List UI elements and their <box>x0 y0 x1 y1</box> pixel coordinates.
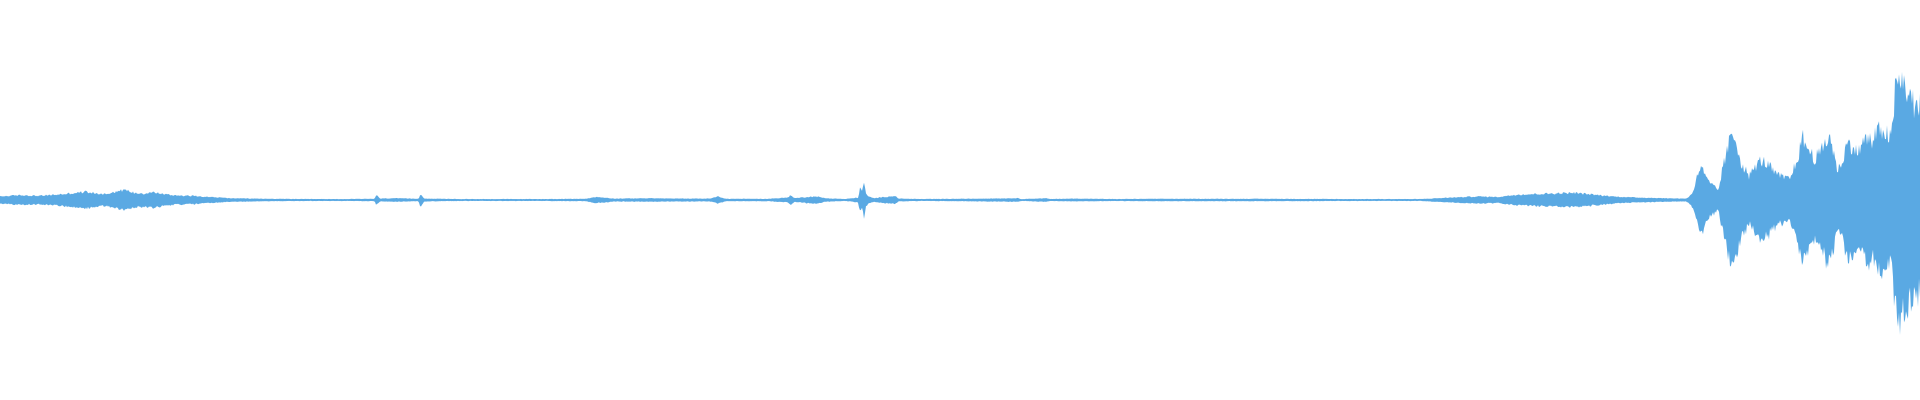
waveform-signal <box>0 71 1920 336</box>
